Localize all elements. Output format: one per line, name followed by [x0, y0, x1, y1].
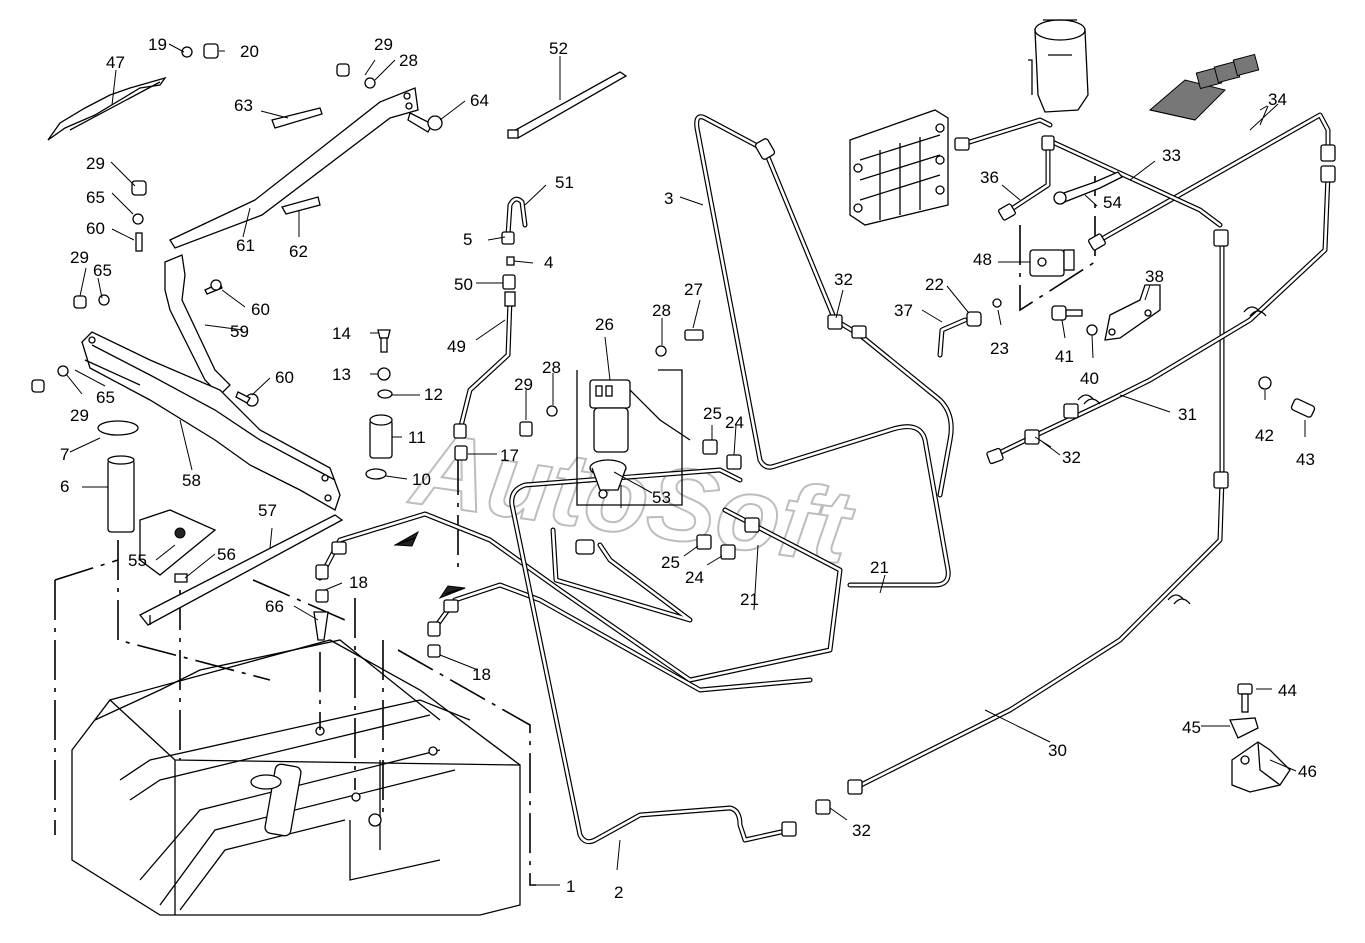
callout-27: 27: [684, 280, 703, 299]
callout-25a: 25: [703, 404, 722, 423]
callout-40: 40: [1080, 369, 1099, 388]
callout-60c: 60: [275, 368, 294, 387]
callout-33: 33: [1162, 146, 1181, 165]
callout-1: 1: [566, 877, 575, 896]
callout-61: 61: [236, 236, 255, 255]
callout-4: 4: [544, 253, 553, 272]
callout-41: 41: [1055, 347, 1074, 366]
callout-50: 50: [454, 275, 473, 294]
callout-23: 23: [990, 339, 1009, 358]
callout-18a: 18: [349, 573, 368, 592]
assembly-lines: [54, 176, 1096, 886]
callout-31: 31: [1178, 405, 1197, 424]
callout-26: 26: [595, 315, 614, 334]
callout-52: 52: [549, 39, 568, 58]
callout-36: 36: [980, 168, 999, 187]
fuel-pipes: [317, 112, 1331, 845]
callout-21a: 21: [740, 590, 759, 609]
callout-43: 43: [1296, 450, 1315, 469]
callout-10: 10: [412, 470, 431, 489]
callout-24b: 24: [685, 568, 704, 587]
callout-38: 38: [1145, 267, 1164, 286]
callout-44: 44: [1278, 681, 1297, 700]
callout-63: 63: [234, 96, 253, 115]
callout-62: 62: [289, 242, 308, 261]
pipe-fittings: [315, 135, 1336, 837]
callout-29a: 29: [374, 35, 393, 54]
callout-28a: 28: [399, 51, 418, 70]
callout-3: 3: [664, 189, 673, 208]
callout-32c: 32: [852, 821, 871, 840]
watermark: AutoSoft: [403, 410, 861, 587]
callout-65a: 65: [86, 188, 105, 207]
callout-2: 2: [614, 883, 623, 902]
callout-46: 46: [1298, 762, 1317, 781]
callout-58: 58: [182, 471, 201, 490]
callout-53: 53: [652, 488, 671, 507]
callout-57: 57: [258, 501, 277, 520]
callout-66: 66: [265, 597, 284, 616]
brackets-upper-left: [31, 43, 443, 641]
callout-28c: 28: [542, 358, 561, 377]
callout-6: 6: [60, 477, 69, 496]
callout-51: 51: [555, 173, 574, 192]
right-parts: [849, 19, 1316, 793]
callout-29e: 29: [514, 375, 533, 394]
callout-5: 5: [463, 230, 472, 249]
callout-21b: 21: [870, 558, 889, 577]
callout-64: 64: [470, 91, 489, 110]
callout-30: 30: [1048, 741, 1067, 760]
callout-32b: 32: [1062, 448, 1081, 467]
callout-37: 37: [894, 301, 913, 320]
callout-25b: 25: [661, 553, 680, 572]
callout-18b: 18: [472, 665, 491, 684]
fuel-tank: [71, 639, 521, 916]
callout-13: 13: [332, 365, 351, 384]
leader-lines: [65, 43, 1306, 886]
callout-65c: 65: [96, 388, 115, 407]
callout-59: 59: [230, 322, 249, 341]
callout-65b: 65: [93, 261, 112, 280]
callout-20: 20: [240, 42, 259, 61]
fuel-filter-assembly: [519, 329, 704, 506]
callout-47: 47: [106, 53, 125, 72]
callout-48: 48: [973, 250, 992, 269]
callout-7: 7: [60, 445, 69, 464]
callout-28b: 28: [652, 301, 671, 320]
callout-11: 11: [408, 428, 426, 447]
callout-29b: 29: [86, 154, 105, 173]
callout-29d: 29: [70, 406, 89, 425]
callout-34: 34: [1268, 90, 1287, 109]
callout-56: 56: [217, 545, 236, 564]
callout-22: 22: [925, 275, 944, 294]
callout-42: 42: [1255, 426, 1274, 445]
central-parts: [365, 71, 628, 480]
callout-19: 19: [148, 35, 167, 54]
callout-54: 54: [1103, 193, 1122, 212]
callout-32a: 32: [834, 270, 853, 289]
callout-49: 49: [447, 337, 466, 356]
callout-12: 12: [424, 385, 443, 404]
callout-45: 45: [1182, 718, 1201, 737]
callout-60b: 60: [251, 300, 270, 319]
callout-24a: 24: [725, 413, 744, 432]
callout-17: 17: [500, 446, 519, 465]
callout-numbers: 1 2 3 4 5 6 7 10 11 12 13 14 17 18 18 19…: [60, 35, 1317, 902]
callout-60a: 60: [86, 219, 105, 238]
callout-14: 14: [332, 324, 351, 343]
callout-55: 55: [128, 551, 147, 570]
callout-29c: 29: [70, 248, 89, 267]
